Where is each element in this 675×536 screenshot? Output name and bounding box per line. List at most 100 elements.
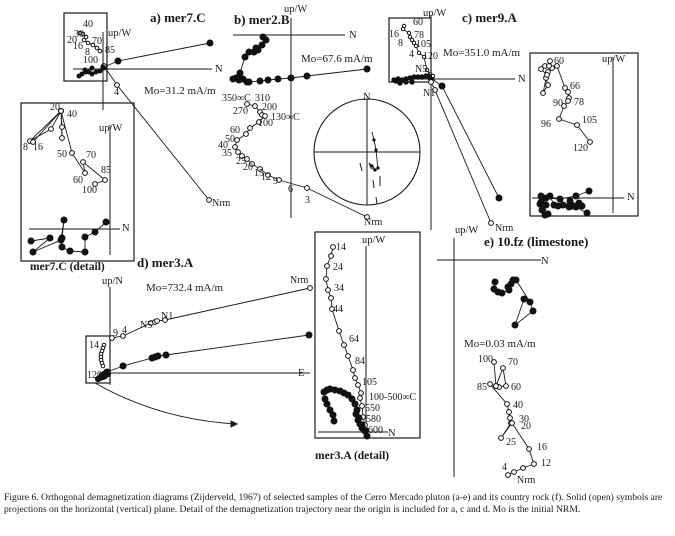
panel-b-axis-n: N <box>349 30 357 41</box>
panel-c-detail-axis-n: N <box>627 192 635 203</box>
panel-d-title: d) mer3.A <box>137 255 194 270</box>
panel-b-open-open-point <box>276 177 282 183</box>
panel-e-open-open-point <box>487 381 493 387</box>
panel-a-inset-solid <box>89 65 95 71</box>
panel-b-open-open-point <box>265 172 271 178</box>
panel-a-inset-solid <box>100 64 106 70</box>
panel-d-detail-open-open-point <box>359 403 365 409</box>
label-4: 4 <box>114 87 119 98</box>
label-78: 78 <box>414 30 424 41</box>
panel-b-solid-solid-point <box>245 48 253 56</box>
label-270: 270 <box>233 106 248 117</box>
stereonet-point <box>372 138 376 142</box>
panel-d-detail-open-open-point <box>323 276 329 282</box>
panel-c-inset-solid <box>403 79 409 85</box>
panel-a-inset-open-open-point <box>85 40 91 46</box>
label-85: 85 <box>105 45 115 56</box>
panel-c-detail-open-open-point <box>565 98 571 104</box>
panel-a-detail-open-open-point <box>69 150 75 156</box>
panel-d-detail-solid-b <box>352 410 360 418</box>
panel-b-open-open-point <box>232 144 238 150</box>
label-8: 8 <box>398 38 403 49</box>
panel-d-detail-open-open-point <box>345 353 351 359</box>
label-6: 6 <box>288 184 293 195</box>
panel-a-detail-solid-solid-point <box>27 237 35 245</box>
panel-d-inset-solid <box>104 370 112 378</box>
panel-a-inset-solid <box>82 67 88 73</box>
panel-a-detail-open-open-point <box>102 177 108 183</box>
panel-b-mo: Mo=67.6 mA/m <box>301 53 373 65</box>
panel-b-open-open-point <box>243 131 249 137</box>
label-60: 60 <box>511 382 521 393</box>
panel-c-inset-solid <box>426 73 432 79</box>
panel-d-main-open-open-point <box>162 317 168 323</box>
label-85: 85 <box>477 382 487 393</box>
panel-c-inset-open-open-point <box>424 67 430 73</box>
panel-c-detail-solid-b-solid-point <box>583 209 591 217</box>
panel-c-detail-solid-a-solid-point <box>538 206 546 214</box>
label-12: 12 <box>541 458 551 469</box>
label-90: 90 <box>553 98 563 109</box>
panel-d-main-open-open-point <box>154 318 160 324</box>
panel-c-title: c) mer9.A <box>462 10 517 25</box>
panel-d-inset-solid <box>94 375 102 383</box>
stereonet-open-segment <box>359 162 363 172</box>
panel-e-open-open-point <box>506 409 512 415</box>
label-100-500c: 100-500∞C <box>369 392 416 403</box>
stereonet-point <box>376 166 380 170</box>
label-30: 30 <box>519 414 529 425</box>
label-16: 16 <box>33 142 43 153</box>
panel-a-detail-open-open-point <box>82 170 88 176</box>
panel-c-inset-open-open-point <box>416 50 422 56</box>
panel-d-main-solid-solid-point <box>305 331 313 339</box>
label-20: 20 <box>243 162 253 173</box>
label-9: 9 <box>273 176 278 187</box>
panel-a-mo: Mo=31.2 mA/m <box>144 85 216 97</box>
panel-b-solid-solid-point <box>274 75 282 83</box>
panel-c-inset-open-open-point <box>413 43 419 49</box>
label-350c: 350∞C <box>222 93 251 104</box>
panel-c-detail-open-open-point <box>565 89 571 95</box>
panel-b-solid-solid-point <box>241 53 249 61</box>
label-4: 4 <box>502 462 507 473</box>
panel-c-far-solid-line <box>430 77 500 199</box>
label-200: 200 <box>262 102 277 113</box>
panel-d-main-solid-line <box>106 334 310 373</box>
panel-a-detail-solid-solid-point <box>66 247 74 255</box>
panel-d-detail-solid-b <box>326 406 334 414</box>
panel-c-detail-solid-a-solid-point <box>556 195 564 203</box>
label-nrm: Nrm <box>290 275 309 286</box>
panel-d-axis-up: up/N <box>102 276 123 287</box>
panel-b-title: b) mer2.B <box>234 12 290 27</box>
panel-e-axis-n: N <box>541 256 549 267</box>
label-8: 8 <box>23 142 28 153</box>
panel-a-far-open-open-point <box>114 82 120 88</box>
panel-e-open-open-point <box>526 446 532 452</box>
panel-e-open-open-point <box>504 401 510 407</box>
panel-d-main-open-open-point <box>307 285 313 291</box>
panel-c-far-open-open-point <box>488 220 494 226</box>
panel-a-detail-open-open-point <box>80 159 86 165</box>
panel-d-detail-open-line <box>325 246 367 431</box>
label-50: 50 <box>225 134 235 145</box>
label-100: 100 <box>258 118 273 129</box>
panel-c-detail-open-open-point <box>540 90 546 96</box>
panel-d-detail-open-open-point <box>358 390 364 396</box>
panel-d-detail-open-open-point <box>336 328 342 334</box>
panel-e-title: e) 10.fz (limestone) <box>484 234 588 249</box>
panel-d-inset-open <box>100 363 106 369</box>
panel-c-detail-solid-b-solid-point <box>559 201 567 209</box>
panel-b-open-open-point <box>247 125 253 131</box>
label-25: 25 <box>236 156 246 167</box>
panel-a-far-solid-solid-point <box>114 57 122 65</box>
panel-a-detail-solid-line <box>30 219 107 253</box>
label-15: 15 <box>254 168 264 179</box>
panel-e-open-open-point <box>503 383 509 389</box>
panel-a-detail-open-open-point <box>59 135 65 141</box>
panel-e-open-open-point <box>498 435 504 441</box>
panel-e-solid-solid-point <box>526 298 534 306</box>
panel-a-axis-n: N <box>215 64 223 75</box>
label-100: 100 <box>82 185 97 196</box>
panel-d-main-solid-solid-point <box>119 362 127 370</box>
panel-d-detail-solid-b <box>330 417 338 425</box>
